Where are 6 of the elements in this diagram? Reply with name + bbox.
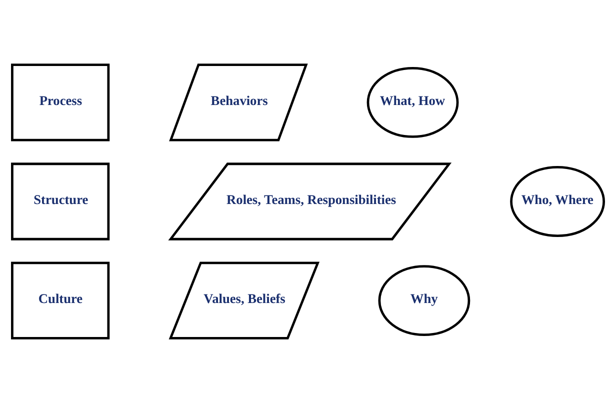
node-box: Structure (11, 162, 110, 240)
node-ellipse: Who, Where (510, 166, 606, 237)
node-ellipse: Why (378, 265, 470, 336)
node-box: Process (11, 64, 110, 142)
node-ellipse: What, How (366, 66, 459, 138)
node-box: Culture (11, 262, 110, 340)
